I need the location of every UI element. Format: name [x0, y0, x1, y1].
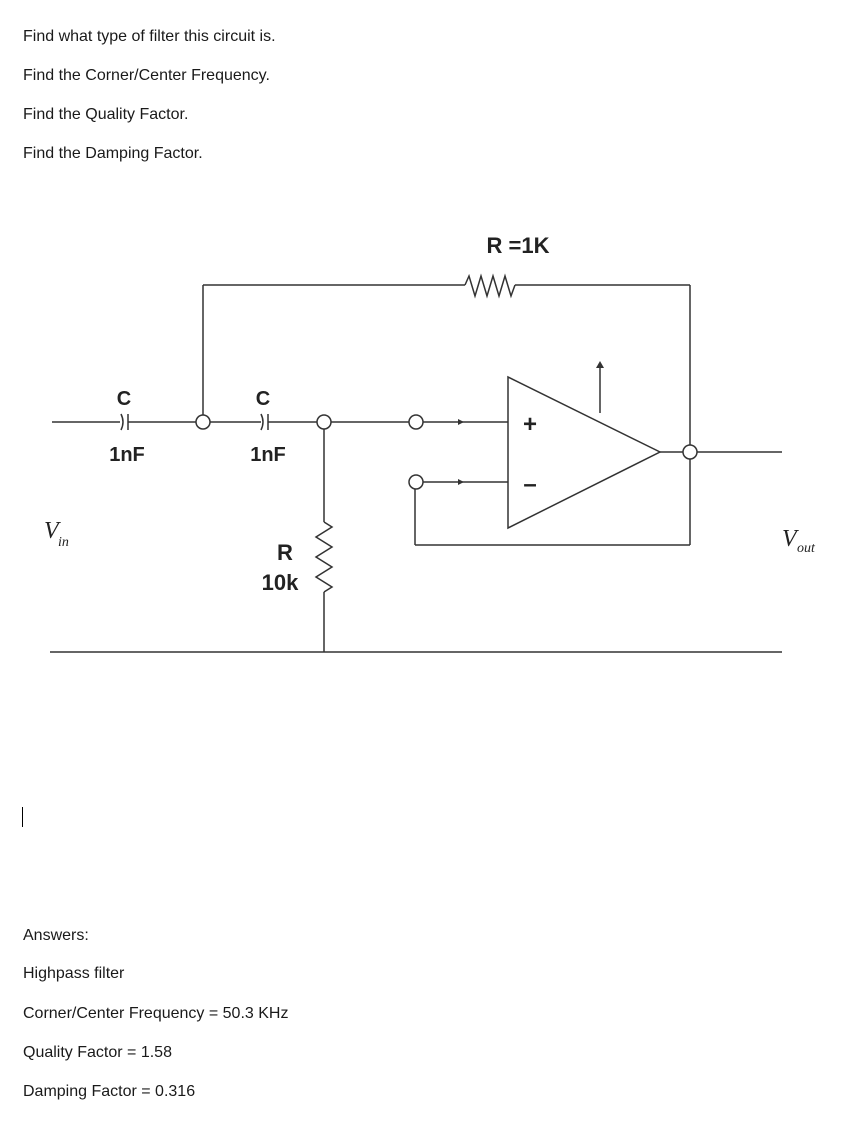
vout-label: V	[782, 526, 799, 552]
node-opamp-plus	[408, 414, 424, 430]
feedback-resistor-label: R =1K	[487, 233, 550, 258]
vin-label: V	[44, 518, 61, 544]
shunt-resistor-name-label: R	[277, 540, 293, 565]
question-damping-factor: Find the Damping Factor.	[23, 145, 203, 162]
text-cursor	[22, 807, 23, 827]
node-opamp-minus	[408, 474, 424, 490]
node-output	[682, 444, 698, 460]
shunt-resistor-value-label: 10k	[262, 570, 299, 595]
node-junction-1	[195, 414, 211, 430]
cap1-name-label: C	[117, 388, 131, 410]
opamp-minus-label: –	[523, 471, 536, 498]
question-filter-type: Find what type of filter this circuit is…	[23, 28, 276, 45]
cap2-value-label: 1nF	[250, 444, 286, 466]
answers-heading: Answers:	[23, 927, 89, 944]
node-junction-2	[316, 414, 332, 430]
answer-corner-frequency: Corner/Center Frequency = 50.3 KHz	[23, 1005, 289, 1022]
answer-damping-factor: Damping Factor = 0.316	[23, 1083, 196, 1100]
cap2-name-label: C	[256, 388, 270, 410]
question-quality-factor: Find the Quality Factor.	[23, 106, 189, 123]
answer-filter-type: Highpass filter	[23, 965, 125, 982]
vin-subscript: in	[58, 535, 69, 550]
vout-subscript: out	[797, 541, 816, 556]
cap1-value-label: 1nF	[109, 444, 145, 466]
opamp-plus-label: +	[523, 411, 537, 438]
answer-quality-factor: Quality Factor = 1.58	[23, 1044, 172, 1061]
question-corner-frequency: Find the Corner/Center Frequency.	[23, 67, 270, 84]
